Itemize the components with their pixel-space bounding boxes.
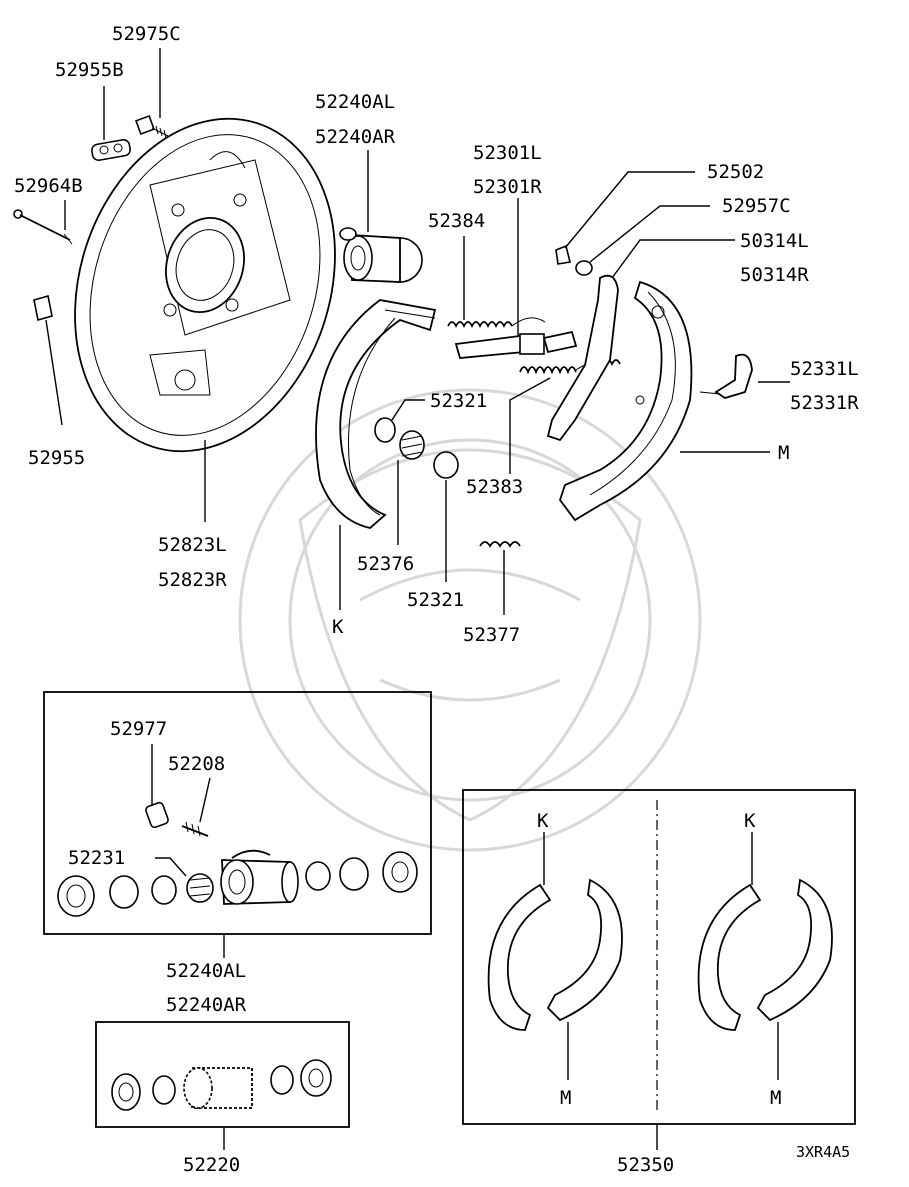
wheel-cylinder-top-drawing [339, 227, 423, 283]
lever-52331-drawing [699, 353, 753, 399]
label-52240AR-bottom: 52240AR [166, 994, 247, 1016]
label-K-kit-left: K [537, 810, 549, 832]
label-K-main: K [332, 616, 344, 638]
adjuster-52301-drawing [454, 330, 578, 359]
spring-52376-drawing [399, 430, 425, 460]
label-52301L: 52301L [473, 142, 542, 164]
label-52955B: 52955B [55, 59, 124, 81]
label-52823L: 52823L [158, 534, 227, 556]
label-52240AL-bottom: 52240AL [166, 960, 246, 982]
label-52502: 52502 [707, 161, 764, 183]
label-52376: 52376 [357, 553, 414, 575]
label-52231: 52231 [68, 847, 125, 869]
label-52240AL-top: 52240AL [315, 91, 395, 113]
plug-52955B-drawing [91, 138, 131, 162]
label-M-kit-right: M [770, 1087, 781, 1109]
label-52823R: 52823R [158, 569, 227, 591]
label-52957C: 52957C [722, 195, 791, 217]
label-52350: 52350 [617, 1154, 674, 1176]
pin-52964B-drawing [13, 209, 73, 245]
wheel-cylinder-kit-parts [57, 801, 418, 917]
leader-lines-shoe-kit [543, 832, 779, 1150]
backing-plate-drawing [74, 117, 336, 453]
label-52955: 52955 [28, 447, 85, 469]
label-50314L: 50314L [740, 230, 809, 252]
label-52331L: 52331L [790, 358, 859, 380]
label-K-kit-right: K [744, 810, 756, 832]
label-52240AR-top: 52240AR [315, 126, 396, 148]
label-52321-a: 52321 [430, 390, 487, 412]
label-52964B: 52964B [14, 175, 83, 197]
shoe-kit-left-drawing [487, 878, 623, 1031]
brake-shoe-m-drawing [558, 280, 693, 522]
label-52383: 52383 [466, 476, 523, 498]
label-M-kit-left: M [560, 1087, 571, 1109]
label-50314R: 50314R [740, 264, 809, 286]
label-M-main: M [778, 442, 789, 464]
shoe-kit-right-drawing [697, 878, 833, 1031]
label-52331R: 52331R [790, 392, 859, 414]
wheel-cylinder-kit-box [43, 691, 432, 935]
cap-52955-drawing [33, 294, 53, 322]
label-52977: 52977 [110, 718, 167, 740]
label-52321-b: 52321 [407, 589, 464, 611]
clip-52502-drawing [555, 244, 571, 265]
parking-lever-drawing [546, 274, 619, 442]
label-52384: 52384 [428, 210, 485, 232]
wheel-cylinder-assy-parts [111, 1059, 332, 1111]
bolt-52975C-drawing [135, 115, 169, 139]
watermark-emblem [238, 388, 702, 852]
shoe-kit-box [462, 789, 856, 1125]
brake-shoe-k-drawing [315, 299, 437, 529]
diagram-ref-code: 3XR4A5 [796, 1143, 850, 1161]
label-52301R: 52301R [473, 176, 542, 198]
leader-lines-kit [151, 744, 225, 958]
washer-52957C-drawing [575, 260, 593, 276]
label-52220: 52220 [183, 1154, 240, 1176]
label-52975C: 52975C [112, 23, 181, 45]
washer-52321-drawing [374, 417, 459, 479]
spring-52377-drawing [479, 541, 521, 548]
wheel-cylinder-assy-box [95, 1021, 350, 1128]
leader-lines-top [45, 48, 790, 615]
label-52208: 52208 [168, 753, 225, 775]
spring-52384-drawing [447, 317, 546, 329]
label-52377: 52377 [463, 624, 520, 646]
